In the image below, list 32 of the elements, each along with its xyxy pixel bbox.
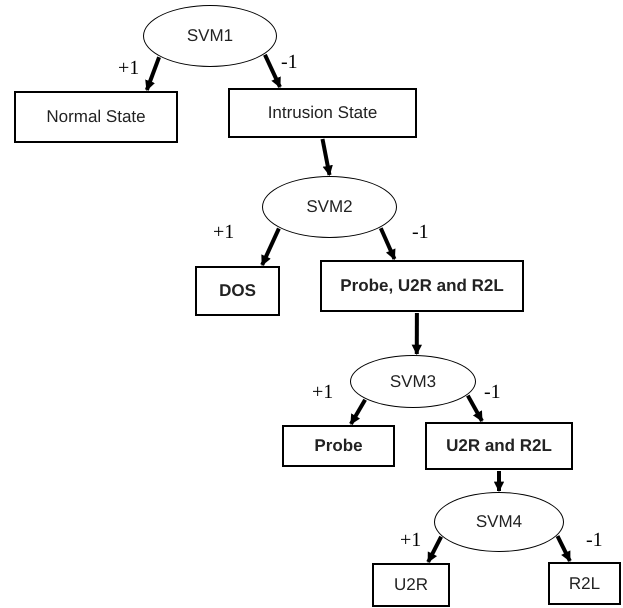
- arrow: [556, 535, 572, 562]
- node-label: Probe: [314, 435, 363, 458]
- node-label: SVM4: [476, 511, 522, 534]
- node-label: DOS: [219, 280, 256, 302]
- class-box: [320, 260, 524, 312]
- arrow: [144, 56, 161, 91]
- class-box: [425, 422, 573, 470]
- node-label: R2L: [568, 572, 600, 595]
- node-label: U2R: [394, 574, 428, 596]
- arrow: [260, 228, 281, 266]
- class-box: [548, 562, 621, 605]
- node-label: SVM1: [186, 25, 234, 48]
- node-label: SVM3: [390, 370, 436, 393]
- arrow: [466, 394, 484, 422]
- arrow: [263, 54, 282, 88]
- arrow: [494, 471, 504, 492]
- node-label: Normal State: [46, 106, 146, 128]
- node-label: Intrusion State: [268, 102, 378, 124]
- arrow: [426, 536, 443, 563]
- arrow: [349, 398, 367, 425]
- node-label: SVM2: [306, 196, 353, 218]
- class-box: [282, 425, 395, 467]
- classifier-ellipse: [434, 492, 564, 552]
- node-label: U2R and R2L: [446, 435, 552, 458]
- class-box: [372, 563, 450, 607]
- arrow: [320, 138, 333, 176]
- node-label: Probe, U2R and R2L: [340, 275, 504, 298]
- class-box: [14, 91, 178, 143]
- arrow: [412, 313, 422, 356]
- arrow: [378, 227, 396, 260]
- class-box: [195, 266, 280, 316]
- class-box: [228, 88, 417, 138]
